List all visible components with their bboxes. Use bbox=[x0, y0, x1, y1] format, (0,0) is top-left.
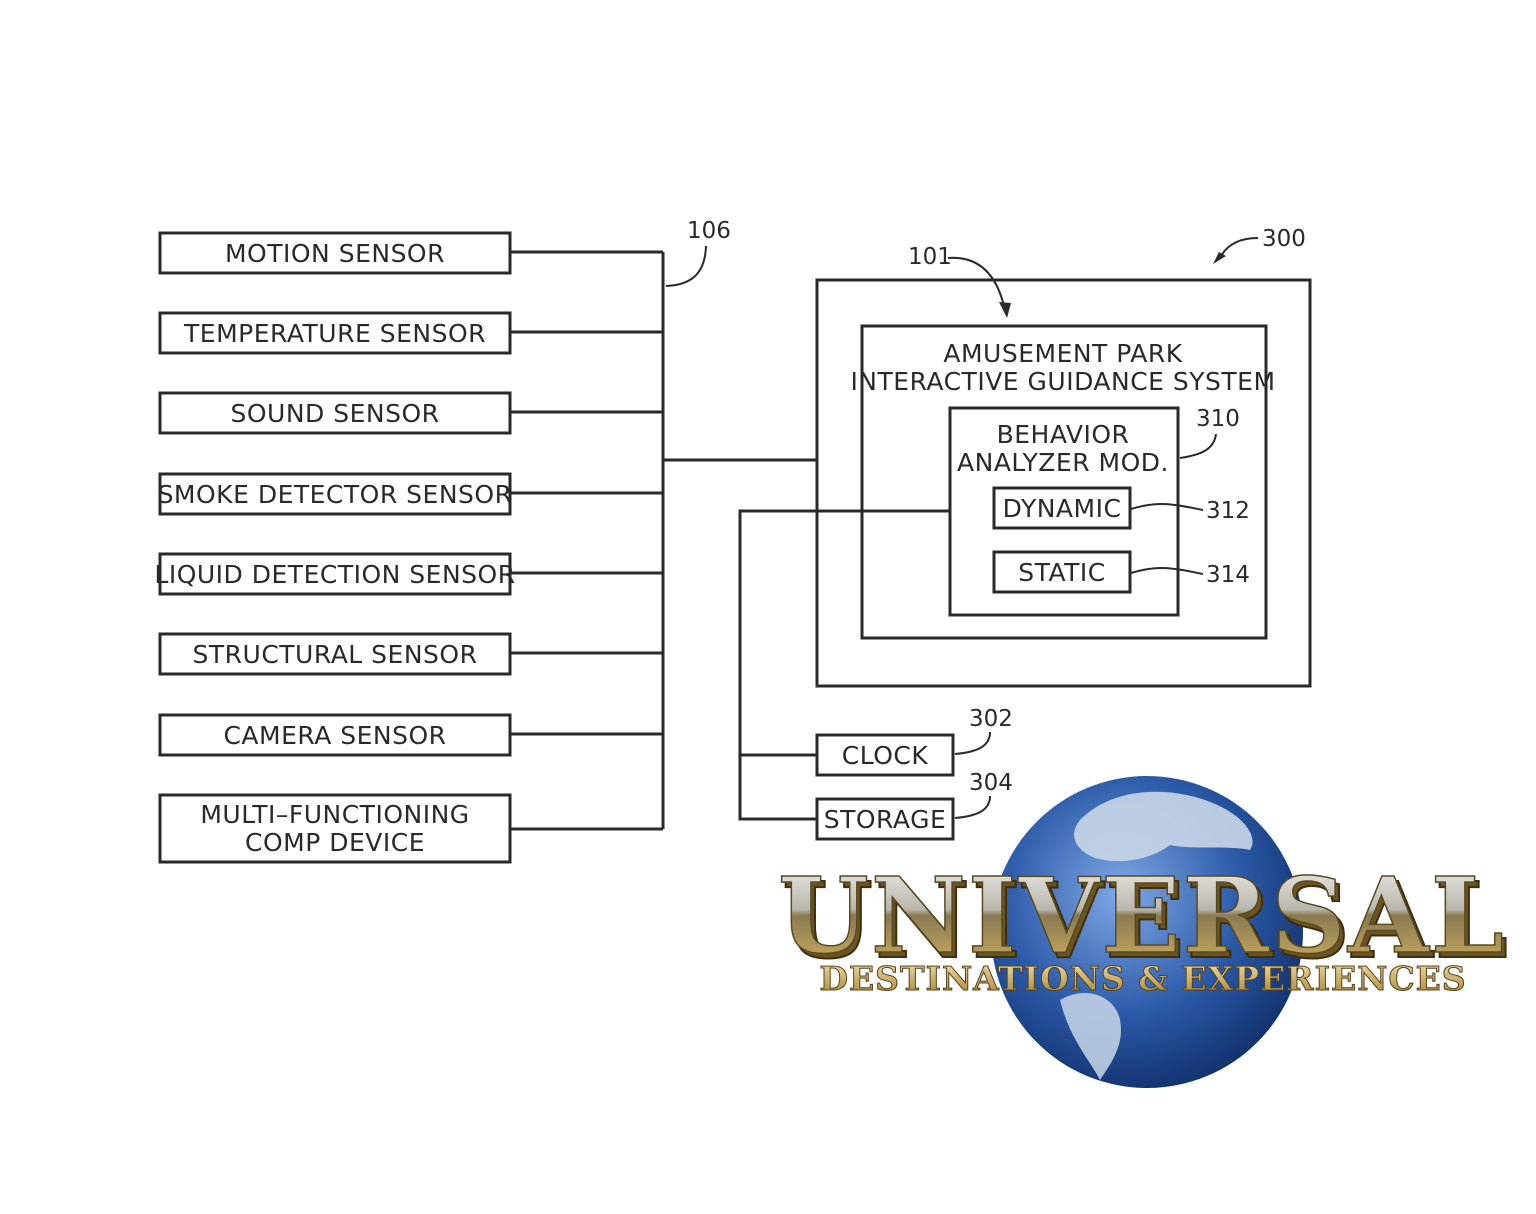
bus-ref-number: 106 bbox=[687, 218, 731, 244]
camera-sensor-box bbox=[158, 713, 512, 757]
system-ref-leader bbox=[1219, 237, 1259, 259]
analyzer-title-line2: ANALYZER MOD. bbox=[957, 448, 1169, 477]
structural-sensor-box bbox=[158, 632, 512, 676]
continent-north-shape bbox=[1074, 791, 1253, 862]
sound-sensor-box bbox=[158, 391, 512, 435]
guidance-ref-arrowhead bbox=[999, 302, 1011, 318]
sensor-list: MOTION SENSOR TEMPERATURE SENSOR SOUND S… bbox=[154, 231, 515, 864]
clock-box bbox=[815, 733, 955, 777]
logo-wordmark-shadow: UNIVERSAL bbox=[782, 859, 1510, 982]
system-300: 300 AMUSEMENT PARK INTERACTIVE GUIDANCE … bbox=[815, 226, 1312, 688]
static-label: STATIC bbox=[1018, 558, 1105, 587]
clock-ref-leader bbox=[954, 731, 991, 755]
sound-sensor-label: SOUND SENSOR bbox=[230, 399, 439, 428]
liquid-detection-sensor-label: LIQUID DETECTION SENSOR bbox=[154, 560, 515, 589]
dynamic-box bbox=[992, 486, 1132, 530]
dynamic-ref-number: 312 bbox=[1206, 498, 1250, 524]
dynamic-label: DYNAMIC bbox=[1003, 494, 1122, 523]
continent-south-shape bbox=[1060, 992, 1121, 1080]
guidance-ref-leader bbox=[947, 256, 1005, 307]
temperature-sensor-box bbox=[158, 311, 512, 355]
dynamic-ref-leader bbox=[1130, 503, 1204, 511]
system-ref-number: 300 bbox=[1262, 226, 1306, 252]
temperature-sensor-label: TEMPERATURE SENSOR bbox=[183, 319, 486, 348]
logo-tagline: DESTINATIONS & EXPERIENCES bbox=[819, 959, 1466, 998]
analyzer-ref-leader bbox=[1179, 433, 1217, 459]
storage-label: STORAGE bbox=[824, 805, 947, 834]
logo-wordmark: UNIVERSAL bbox=[778, 854, 1506, 977]
analyzer-ref-number: 310 bbox=[1196, 406, 1240, 432]
liquid-detection-sensor-box bbox=[158, 552, 512, 596]
universal-logo: UNIVERSAL UNIVERSAL DESTINATIONS & EXPER… bbox=[777, 776, 1510, 1088]
bus-ref-leader bbox=[665, 245, 707, 287]
camera-sensor-label: CAMERA SENSOR bbox=[223, 721, 446, 750]
storage-box bbox=[815, 797, 955, 841]
motion-sensor-box bbox=[158, 231, 512, 275]
system-ref-arrowhead bbox=[1213, 252, 1226, 264]
storage-ref-number: 304 bbox=[969, 770, 1013, 796]
guidance-system-title-line1: AMUSEMENT PARK bbox=[943, 339, 1182, 368]
multi-functioning-device-label-line1: MULTI–FUNCTIONING bbox=[200, 800, 469, 829]
structural-sensor-label: STRUCTURAL SENSOR bbox=[193, 640, 478, 669]
guidance-ref-number: 101 bbox=[908, 244, 952, 270]
multi-functioning-device-label-line2: COMP DEVICE bbox=[245, 828, 425, 857]
motion-sensor-label: MOTION SENSOR bbox=[225, 239, 445, 268]
peripherals: CLOCK 302 STORAGE 304 bbox=[738, 509, 1013, 841]
multi-functioning-device-box bbox=[158, 793, 512, 864]
analyzer-title-line1: BEHAVIOR bbox=[997, 420, 1130, 449]
clock-ref-number: 302 bbox=[969, 706, 1013, 732]
analyzer-to-storage-connector bbox=[738, 509, 950, 821]
storage-ref-leader bbox=[954, 795, 991, 819]
guidance-system-title-line2: INTERACTIVE GUIDANCE SYSTEM bbox=[850, 367, 1275, 396]
smoke-detector-sensor-label: SMOKE DETECTOR SENSOR bbox=[158, 480, 513, 509]
static-ref-leader bbox=[1130, 567, 1204, 575]
static-box bbox=[992, 550, 1132, 594]
clock-label: CLOCK bbox=[842, 741, 929, 770]
static-ref-number: 314 bbox=[1206, 562, 1250, 588]
